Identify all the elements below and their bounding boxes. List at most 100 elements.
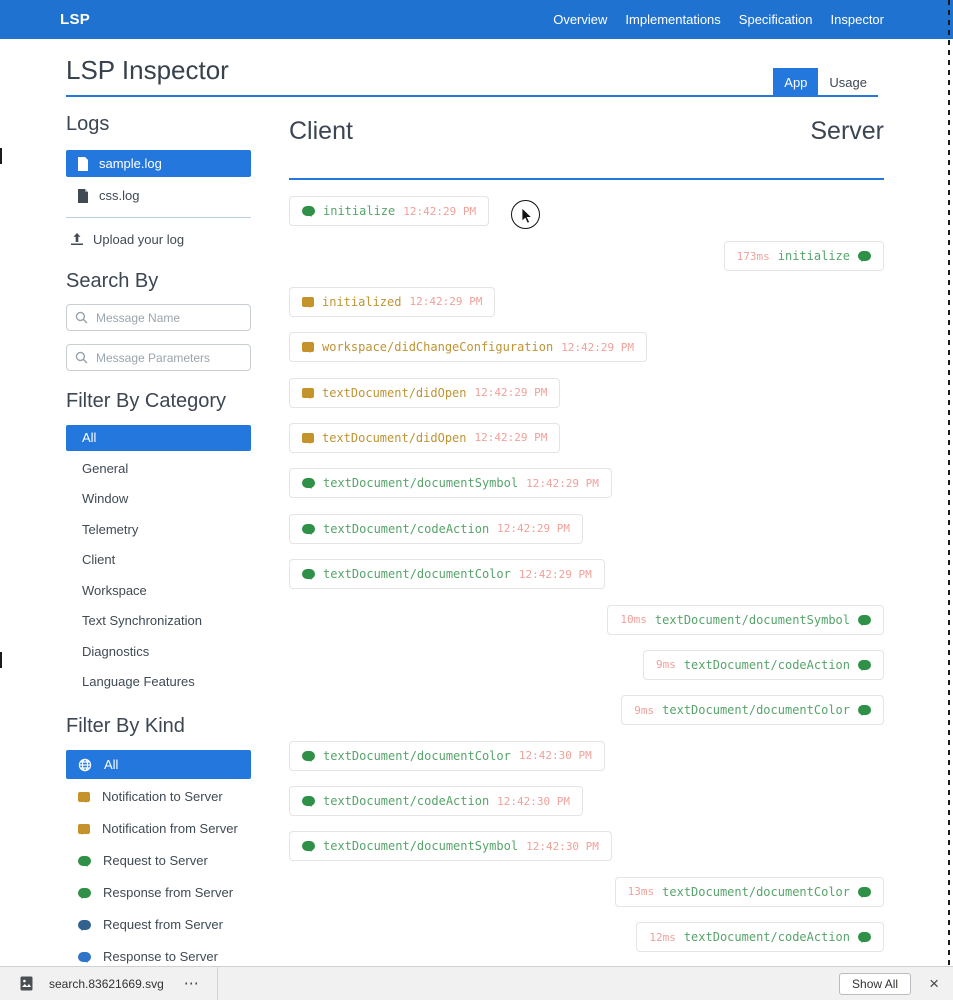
tab-usage[interactable]: Usage [829, 75, 867, 90]
notification-to-server-icon [78, 791, 90, 803]
message-timestamp: 12:42:29 PM [561, 340, 635, 354]
message-name: textDocument/didOpen [322, 430, 467, 445]
kind-item-notification-from-server[interactable]: Notification from Server [66, 814, 251, 843]
file-icon [76, 156, 90, 171]
message-workspace-didchangeconfiguration[interactable]: workspace/didChangeConfiguration 12:42:29… [289, 332, 648, 363]
search-icon [75, 311, 88, 329]
log-item-sample-log[interactable]: sample.log [66, 150, 251, 177]
kind-item-label: Notification to Server [102, 789, 223, 804]
message-timestamp: 12:42:29 PM [474, 386, 548, 400]
divider [66, 217, 251, 218]
log-item-label: css.log [99, 188, 140, 203]
kind-item-all[interactable]: All [66, 750, 251, 779]
category-item-diagnostics[interactable]: Diagnostics [82, 643, 150, 659]
kind-item-label: Request from Server [103, 917, 223, 932]
message-name: textDocument/codeAction [323, 794, 490, 809]
message-name: workspace/didChangeConfiguration [322, 340, 554, 355]
category-item-workspace[interactable]: Workspace [82, 582, 147, 598]
notification-to-server-icon [302, 387, 314, 399]
kind-item-label: Request to Server [103, 853, 208, 868]
category-item-telemetry[interactable]: Telemetry [82, 521, 139, 537]
show-all-button[interactable]: Show All [839, 972, 912, 995]
download-menu-button[interactable]: ⋯ [183, 974, 199, 992]
kind-item-response-to-server[interactable]: Response to Server [66, 942, 251, 971]
nav-link-implementations[interactable]: Implementations [625, 12, 721, 27]
message-name: textDocument/codeAction [323, 521, 490, 536]
brand-logo[interactable]: LSP [60, 11, 91, 28]
message-name: textDocument/documentColor [323, 748, 511, 763]
message-duration: 9ms [655, 658, 676, 672]
message-textdocument-codeaction[interactable]: 9ms textDocument/codeAction [642, 649, 884, 680]
message-name: textDocument/codeAction [683, 657, 850, 672]
category-item-client[interactable]: Client [82, 552, 116, 567]
kind-item-notification-to-server[interactable]: Notification to Server [66, 782, 251, 811]
kind-item-response-from-server[interactable]: Response from Server [66, 878, 251, 907]
kind-item-request-from-server[interactable]: Request from Server [66, 910, 251, 939]
message-name: textDocument/didOpen [322, 385, 467, 400]
response-from-server-icon [858, 251, 871, 263]
server-heading: Server [810, 117, 884, 145]
nav-link-overview[interactable]: Overview [553, 12, 608, 27]
nav-links: Overview Implementations Specification Insp… [553, 12, 884, 27]
nav-link-specification[interactable]: Specification [738, 12, 813, 27]
downloaded-file-icon [20, 976, 33, 991]
client-heading: Client [289, 117, 353, 145]
header-rule [66, 95, 878, 97]
divider [216, 967, 218, 1000]
tab-app[interactable]: App [773, 68, 819, 97]
message-name: textDocument/documentColor [662, 884, 850, 899]
request-to-server-icon [302, 841, 315, 853]
nav-link-inspector[interactable]: Inspector [830, 12, 884, 27]
category-item-window[interactable]: Window [82, 491, 129, 506]
filter-by-kind-heading: Filter By Kind [66, 715, 185, 737]
response-from-server-icon [858, 659, 871, 671]
capture-border-tick [0, 652, 2, 668]
message-timestamp: 12:42:29 PM [474, 431, 548, 445]
log-item-css-log[interactable]: css.log [66, 182, 251, 209]
message-textdocument-didopen[interactable]: textDocument/didOpen 12:42:29 PM [289, 422, 561, 453]
close-download-bar-icon[interactable]: × [929, 973, 939, 993]
kind-item-request-to-server[interactable]: Request to Server [66, 846, 251, 875]
header-tabs: App Usage [773, 68, 878, 97]
category-item-all[interactable]: All [66, 425, 251, 451]
category-item-text-synchronization[interactable]: Text Synchronization [82, 613, 202, 628]
upload-log-button[interactable]: Upload your log [66, 230, 251, 248]
message-textdocument-didopen[interactable]: textDocument/didOpen 12:42:29 PM [289, 377, 561, 408]
top-navbar: LSP Overview Implementations Specification… [0, 0, 953, 39]
message-name-input[interactable] [66, 304, 251, 331]
upload-icon [70, 232, 84, 246]
request-to-server-icon [302, 569, 315, 581]
response-from-server-icon [858, 705, 871, 717]
search-params-box [66, 344, 251, 371]
downloaded-filename[interactable]: search.83621669.svg [49, 976, 164, 991]
mouse-cursor-icon [521, 207, 533, 224]
message-name: textDocument/codeAction [683, 930, 850, 945]
filter-by-category-heading: Filter By Category [66, 390, 227, 412]
message-duration: 10ms [620, 613, 647, 627]
category-item-language-features[interactable]: Language Features [82, 674, 195, 689]
category-item-general[interactable]: General [82, 460, 129, 476]
message-parameters-input[interactable] [66, 344, 251, 371]
